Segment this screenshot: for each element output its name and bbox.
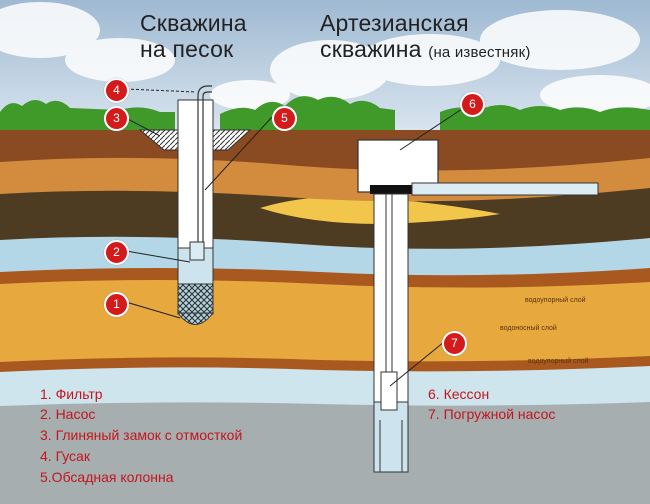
blue-water-layer	[0, 234, 650, 276]
filter-bottom	[177, 312, 215, 325]
artesian-well-title-note: (на известняк)	[428, 44, 531, 61]
marker-2: 2	[104, 240, 129, 265]
grey-base-layer	[0, 398, 650, 504]
lower-blue-layer	[0, 364, 650, 406]
artesian-well-title: Артезианская скважина (на известняк)	[320, 10, 531, 66]
artesian-well-title-line2: скважина	[320, 36, 422, 62]
legend-item-pump: 2. Насос	[40, 406, 96, 422]
clouds	[0, 2, 650, 115]
legend-item-gooseneck: 4. Гусак	[40, 448, 90, 464]
legend-item-submersible-pump: 7. Погружной насос	[428, 406, 556, 422]
caisson-base	[370, 185, 412, 194]
artesian-well-title-line2-wrap: скважина (на известняк)	[320, 36, 531, 66]
leader-line-2	[125, 250, 191, 263]
leader-line-7	[389, 341, 445, 387]
leader-line-4	[125, 88, 197, 93]
artesian-well-title-line1: Артезианская	[320, 10, 469, 36]
marker-5: 5	[272, 106, 297, 131]
legend-item-filter: 1. Фильтр	[40, 386, 103, 402]
leader-line-1	[125, 301, 181, 319]
legend-item-caisson: 6. Кессон	[428, 386, 490, 402]
pump	[189, 241, 205, 261]
aquifer-layer-label: водоносный слой	[500, 325, 557, 332]
marker-6: 6	[460, 92, 485, 117]
sand-well-title-line1: Скважина	[140, 10, 247, 36]
sand-well-title-line2: на песок	[140, 36, 234, 62]
marker-7: 7	[442, 331, 467, 356]
upper-waterproof-layer	[0, 266, 650, 288]
leader-lines	[125, 88, 463, 387]
caisson-outlet-pipe	[411, 182, 599, 196]
lower-waterproof-layer	[0, 354, 650, 372]
artesian-casing-water	[373, 401, 409, 473]
leader-line-3	[125, 117, 161, 137]
sand-well	[138, 85, 252, 325]
legend-item-casing: 5.Обсадная колонна	[40, 469, 174, 485]
leader-line-5	[204, 116, 273, 191]
gooseneck	[197, 85, 212, 97]
grass	[220, 96, 395, 132]
marker-1: 1	[104, 292, 129, 317]
sand-well-title: Скважина на песок	[140, 10, 247, 62]
casing-column	[177, 99, 214, 251]
submersible-pump	[380, 371, 398, 411]
marker-4: 4	[104, 78, 129, 103]
grass	[440, 105, 650, 132]
grass	[0, 99, 175, 132]
marker-3: 3	[104, 106, 129, 131]
waterproof-layer-label-top: водоупорный слой	[525, 297, 586, 304]
legend-item-clay-lock: 3. Глиняный замок с отмосткой	[40, 427, 243, 443]
leader-line-6	[399, 108, 463, 151]
aquifer-layer	[0, 278, 650, 362]
waterproof-layer-label-bottom: водоупорный слой	[528, 358, 589, 365]
filter-mesh	[177, 283, 214, 315]
artesian-well	[357, 139, 599, 473]
